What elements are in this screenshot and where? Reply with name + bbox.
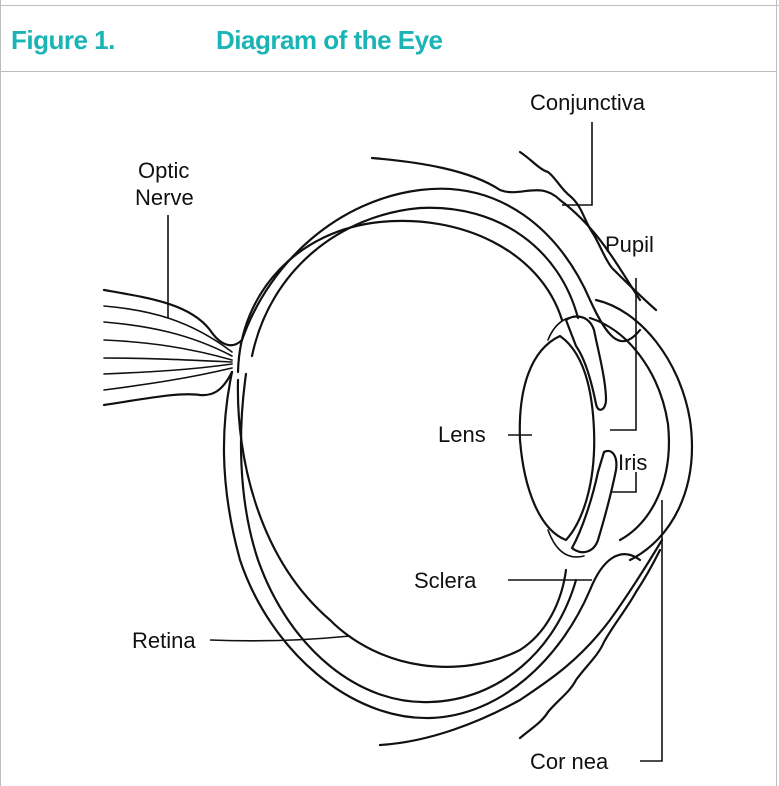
optic-nerve-fibers	[104, 306, 232, 390]
label-iris: Iris	[618, 450, 647, 475]
label-conjunctiva: Conjunctiva	[530, 90, 646, 115]
optic-nerve-top	[104, 290, 242, 345]
sclera-outer	[242, 189, 640, 341]
label-nerve: Nerve	[135, 185, 194, 210]
label-sclera: Sclera	[414, 568, 477, 593]
label-cornea: Cor nea	[530, 749, 609, 774]
cornea-inner	[590, 318, 669, 540]
vitreous-boundary	[238, 221, 566, 667]
label-retina: Retina	[132, 628, 196, 653]
label-pupil: Pupil	[605, 232, 654, 257]
upper-eyelid	[372, 158, 640, 300]
label-optic: Optic	[138, 158, 189, 183]
retina-upper	[252, 208, 578, 356]
label-lens: Lens	[438, 422, 486, 447]
optic-nerve-bottom	[104, 372, 232, 405]
iris-lower	[572, 451, 616, 552]
retina-lower	[241, 374, 576, 702]
iris-upper	[566, 316, 606, 409]
pupil-leader	[610, 278, 636, 430]
lens-shape	[520, 336, 594, 540]
